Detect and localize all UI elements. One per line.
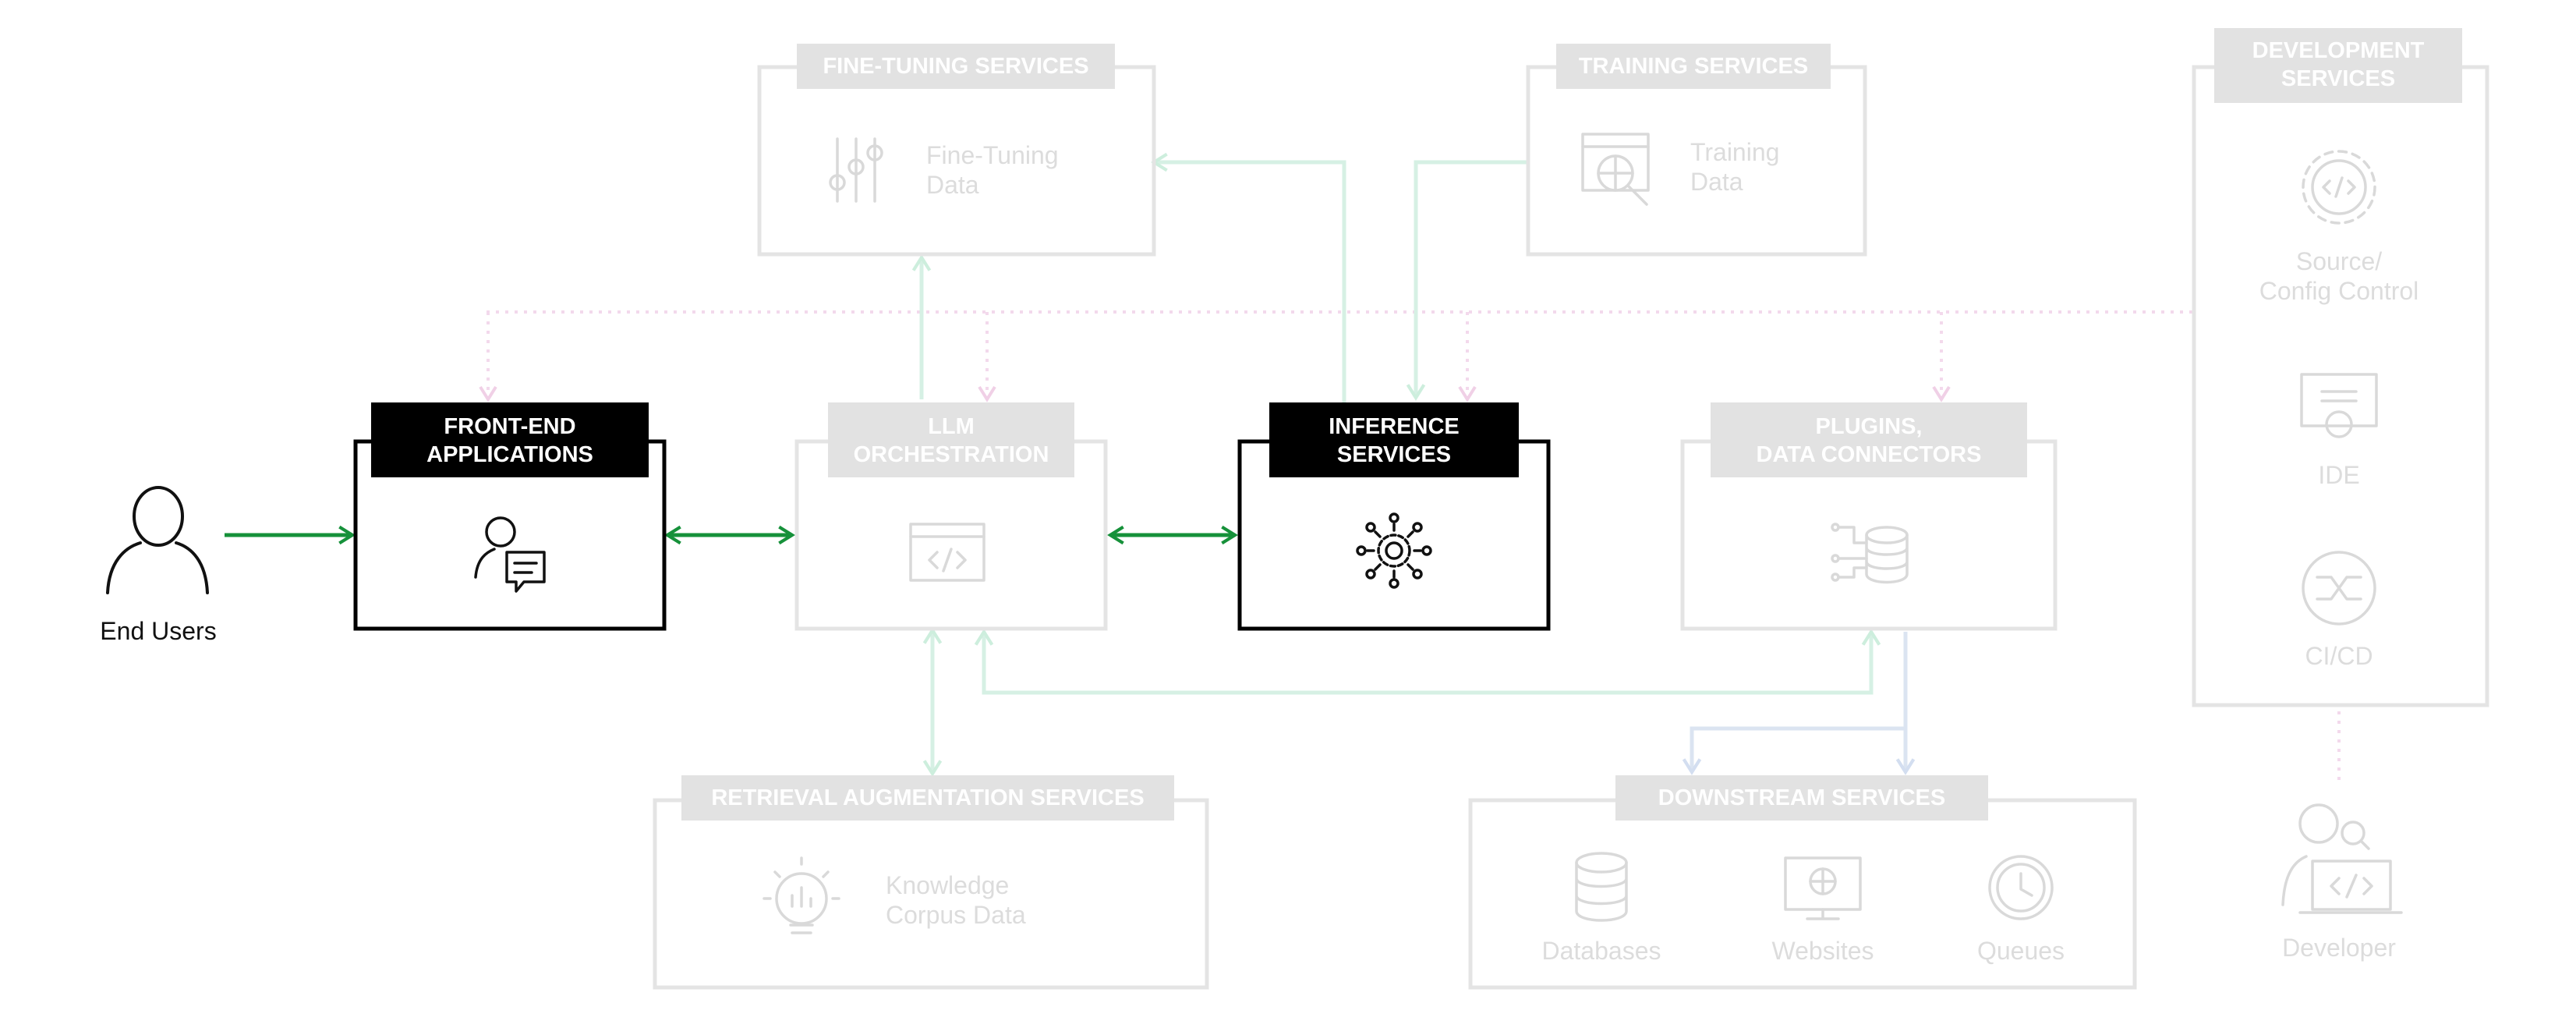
- training-item-line2: Data: [1690, 168, 1743, 196]
- databases-label: Databases: [1542, 937, 1661, 965]
- cicd-icon: [2302, 551, 2376, 626]
- cicd-label: CI/CD: [2305, 642, 2373, 670]
- retrieval-header: [681, 775, 1174, 821]
- web-search-icon: [1581, 133, 1650, 206]
- llm-title-line2: ORCHESTRATION: [854, 442, 1049, 467]
- plugins-header: [1711, 402, 2027, 477]
- gear-code-icon: [2302, 150, 2376, 225]
- fine-tuning-title: FINE-TUNING SERVICES: [823, 54, 1088, 79]
- end-users-label: End Users: [100, 617, 216, 645]
- training-title: TRAINING SERVICES: [1579, 54, 1808, 79]
- development-header: [2214, 28, 2462, 103]
- llm-orchestration: LLM ORCHESTRATION: [794, 402, 1108, 631]
- front-end-header: [371, 402, 649, 477]
- llm-plugins-line: [974, 629, 1881, 695]
- development-title-line2: SERVICES: [2281, 66, 2395, 91]
- inference-title-line2: SERVICES: [1337, 442, 1451, 467]
- development-box: [2192, 65, 2489, 707]
- retrieval-item-line1: Knowledge: [886, 871, 1009, 899]
- source-control-line2: Config Control: [2259, 277, 2419, 305]
- training-item-line1: Training: [1690, 138, 1779, 166]
- llm-header: [828, 402, 1074, 477]
- inference-services: INFERENCE SERVICES: [1237, 402, 1551, 631]
- fine-tuning-item-line1: Fine-Tuning: [926, 141, 1059, 169]
- clock-icon: [1988, 855, 2054, 920]
- retrieval-item-line2: Corpus Data: [886, 901, 1026, 929]
- connectors: [225, 152, 2341, 780]
- llm-title-line1: LLM: [928, 414, 975, 439]
- development-services: DEVELOPMENT SERVICES Source/ Config Cont…: [2192, 28, 2489, 707]
- ai-chip-icon: [1356, 512, 1432, 589]
- training-to-inference-line: [1406, 160, 1528, 401]
- source-control-line1: Source/: [2296, 247, 2382, 275]
- websites-label: Websites: [1771, 937, 1874, 965]
- code-window-icon: [909, 523, 985, 582]
- user-icon: [106, 486, 209, 594]
- downstream-header: [1615, 775, 1988, 821]
- lightbulb-chart-icon: [763, 856, 840, 934]
- database-plug-icon: [1831, 523, 1909, 584]
- queues-label: Queues: [1977, 937, 2065, 965]
- front-end-applications: FRONT-END APPLICATIONS: [353, 402, 667, 631]
- sliders-icon: [829, 137, 883, 203]
- inference-header: [1269, 402, 1519, 477]
- ide-label: IDE: [2318, 461, 2359, 489]
- chat-person-icon: [474, 516, 546, 593]
- inference-title-line1: INFERENCE: [1329, 414, 1460, 439]
- globe-monitor-icon: [1784, 856, 1862, 920]
- fine-tuning-header: [797, 44, 1115, 89]
- end-users: End Users: [100, 486, 217, 645]
- front-end-title-line2: APPLICATIONS: [426, 442, 593, 467]
- training-header: [1556, 44, 1831, 89]
- plugins-data-connectors: PLUGINS, DATA CONNECTORS: [1680, 402, 2058, 631]
- plugins-downstream-left-line: [1682, 726, 1905, 775]
- front-end-title-line1: FRONT-END: [444, 414, 575, 439]
- retrieval-title: RETRIEVAL AUGMENTATION SERVICES: [711, 785, 1144, 810]
- development-title-line1: DEVELOPMENT: [2252, 38, 2425, 63]
- plugins-title-line1: PLUGINS,: [1816, 414, 1923, 439]
- database-icon: [1575, 852, 1628, 922]
- developer-laptop-icon: [2281, 803, 2403, 914]
- developer-label: Developer: [2282, 934, 2396, 962]
- developer: Developer: [2281, 803, 2403, 962]
- fine-tuning-item-line2: Data: [926, 171, 979, 199]
- training-services: TRAINING SERVICES Training Data: [1526, 44, 1867, 257]
- downstream-services: DOWNSTREAM SERVICES Databases Websites Q…: [1468, 775, 2137, 990]
- retrieval-augmentation-services: RETRIEVAL AUGMENTATION SERVICES Knowledg…: [653, 775, 1209, 990]
- downstream-title: DOWNSTREAM SERVICES: [1658, 785, 1945, 810]
- monitor-icon: [2300, 373, 2378, 438]
- plugins-title-line2: DATA CONNECTORS: [1757, 442, 1982, 467]
- fine-tuning-services: FINE-TUNING SERVICES Fine-Tuning Data: [757, 44, 1156, 257]
- inference-to-finetuning-line: [1151, 152, 1354, 440]
